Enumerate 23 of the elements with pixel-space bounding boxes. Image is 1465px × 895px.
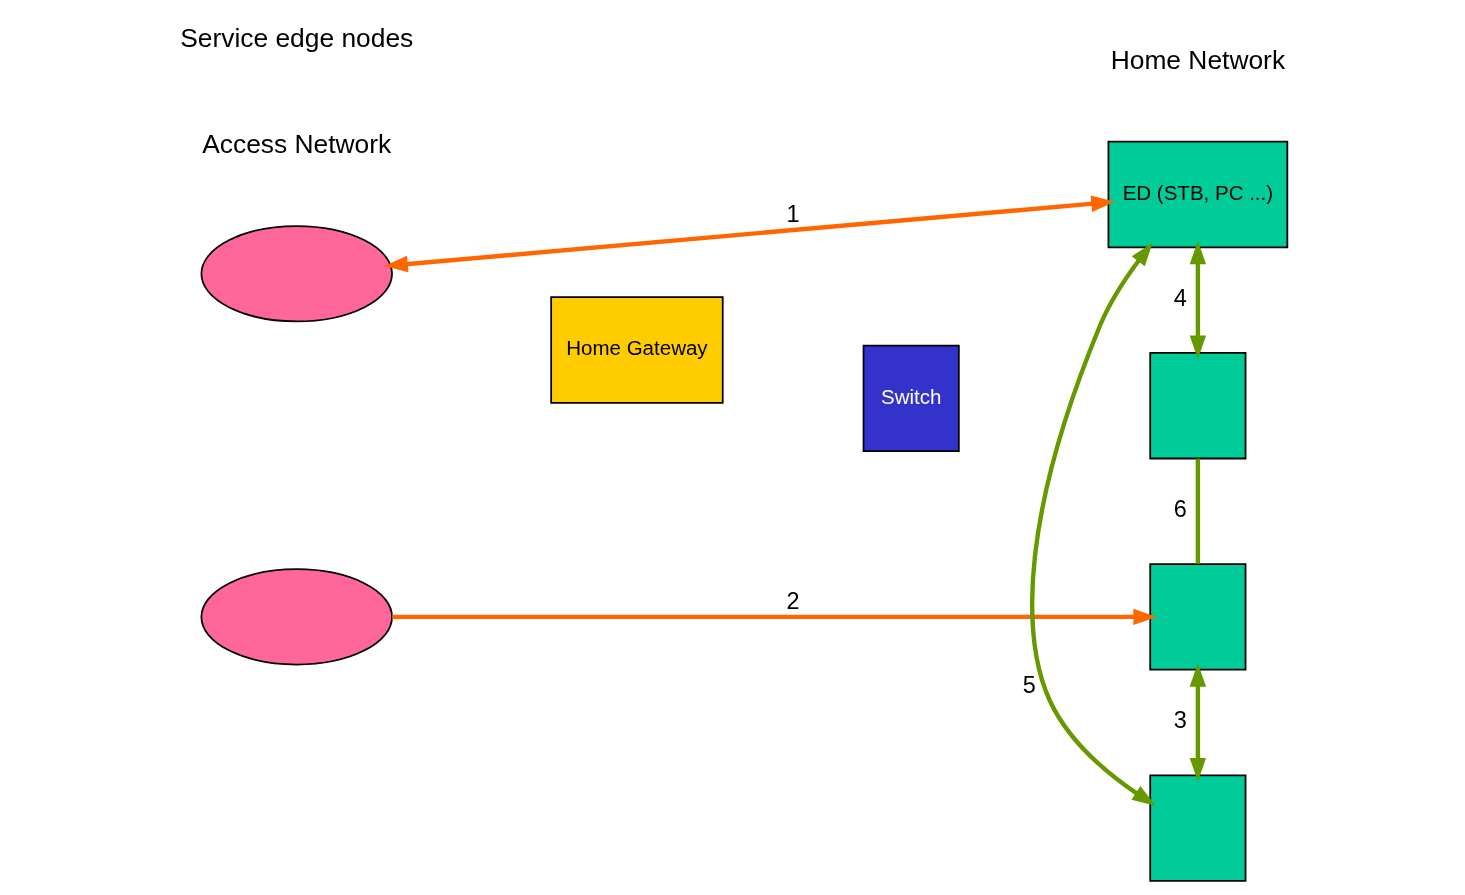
edge-label: 2 (786, 588, 800, 615)
node-box: ED (STB, PC ...) (1107, 140, 1288, 249)
node-ellipse (200, 568, 393, 666)
arrow (383, 195, 1115, 273)
label: Access Network (201, 128, 391, 159)
node-box: Home Gateway (549, 296, 724, 404)
label: Home Network (1110, 45, 1285, 75)
edge-label: 1 (786, 201, 800, 228)
edge-label: 6 (1173, 495, 1187, 522)
arrow (1189, 663, 1206, 782)
node-box: Switch (862, 344, 960, 453)
node-box (1148, 563, 1246, 671)
node-ellipse (200, 225, 393, 323)
node-box (1148, 352, 1246, 460)
connector (1195, 458, 1200, 564)
edge-label: 5 (1022, 671, 1036, 698)
arrow (391, 608, 1157, 626)
label: Service edge nodes (179, 23, 413, 53)
node-box (1148, 774, 1246, 882)
edge-label: 4 (1173, 284, 1187, 311)
arrow (1029, 242, 1156, 806)
arrow (1189, 240, 1206, 360)
edge-label: 3 (1173, 707, 1187, 734)
